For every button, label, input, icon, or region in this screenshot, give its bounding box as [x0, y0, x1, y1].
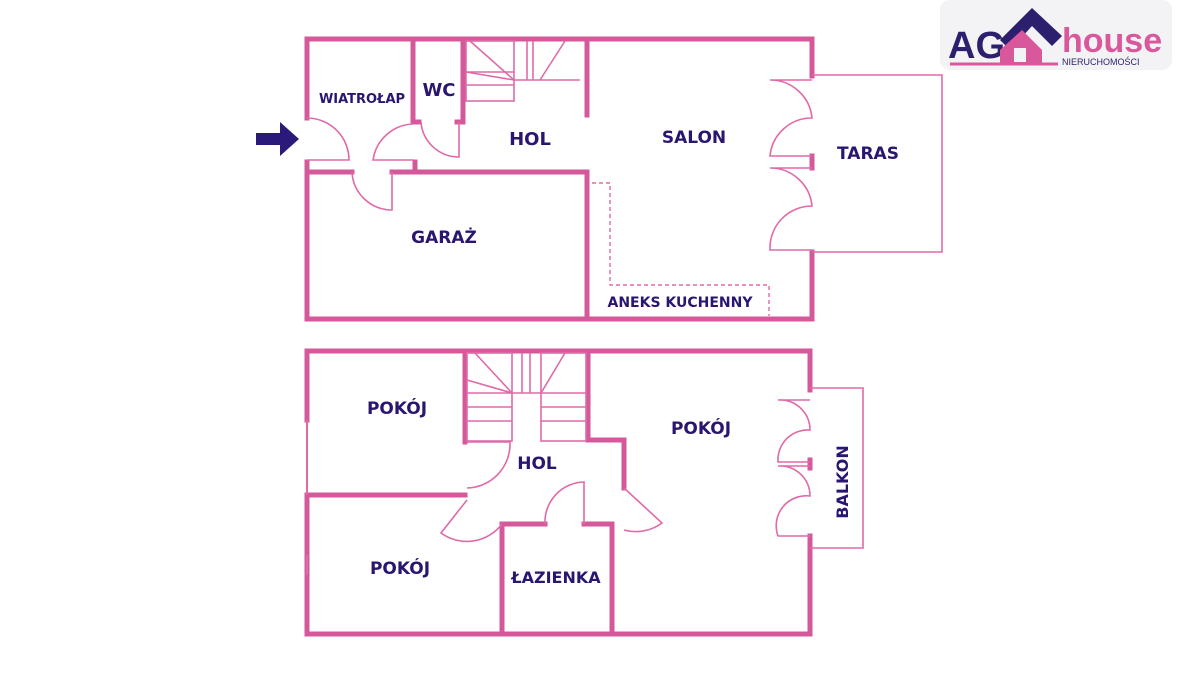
room-label-taras: TARAS [837, 144, 899, 164]
room-label-wc: WC [422, 80, 455, 101]
room-label-garaz: GARAŻ [411, 226, 477, 248]
logo-ag: AG [948, 25, 1005, 67]
kitchen-outline [592, 182, 770, 316]
room-label-aneks: ANEKS KUCHENNY [607, 295, 753, 311]
room-label-lazienka: ŁAZIENKA [510, 568, 601, 587]
room-label-hol-ground: HOL [509, 129, 551, 150]
room-label-pokoj-2: POKÓJ [370, 557, 430, 579]
doors-upper [439, 399, 811, 543]
room-label-hol-upper: HOL [517, 454, 557, 474]
stairs-upper [466, 352, 587, 442]
room-label-balkon: BALKON [833, 445, 852, 518]
room-label-salon: SALON [662, 128, 726, 148]
ground-floor-walls [304, 36, 815, 322]
room-label-wiatrolap: WIATROŁAP [319, 92, 405, 107]
logo-house-text: house [1062, 22, 1162, 60]
logo-door-icon [1014, 48, 1026, 62]
agency-logo: AG house NIERUCHOMOŚCI [948, 8, 1162, 67]
terrace-outline [812, 74, 943, 253]
room-label-pokoj-3: POKÓJ [671, 417, 731, 439]
stairs-ground [465, 40, 580, 102]
doors-ground [306, 79, 813, 251]
logo-house-icon [1000, 30, 1042, 64]
room-label-pokoj-1: POKÓJ [367, 397, 427, 419]
entrance-arrow-icon [256, 122, 299, 156]
logo-tagline: NIERUCHOMOŚCI [1062, 56, 1140, 67]
balcony-outline [810, 387, 864, 549]
